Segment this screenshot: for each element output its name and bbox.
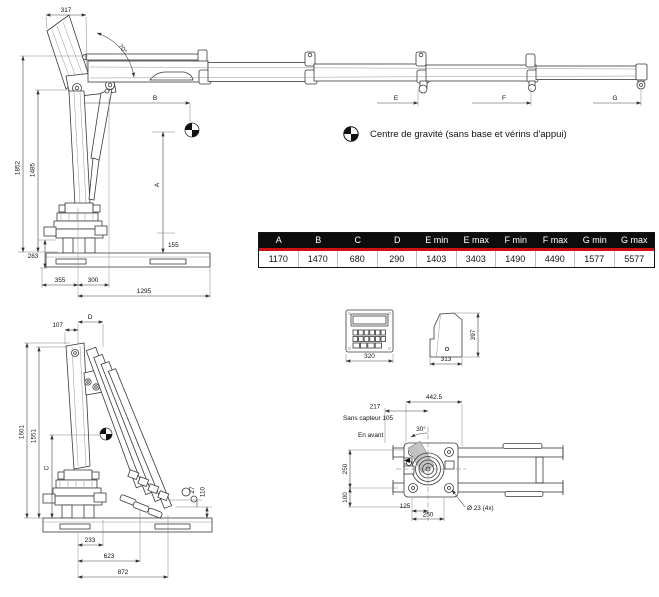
dimension-table: A B C D E min E max F min F max G min G … xyxy=(258,232,655,268)
table-cell: 3403 xyxy=(457,251,496,267)
table-cell: 1490 xyxy=(496,251,536,267)
col-header: E max xyxy=(463,235,489,245)
dim-217: 217 xyxy=(370,404,381,411)
dim-125: 125 xyxy=(400,503,411,510)
col-header: D xyxy=(394,235,401,245)
telescopic-boom xyxy=(87,51,648,94)
base-plate-folded xyxy=(42,517,213,533)
dim-300: 300 xyxy=(88,277,99,284)
col-header: C xyxy=(354,235,362,245)
dim-442-5: 442.5 xyxy=(426,394,442,401)
col-header: G min xyxy=(582,235,607,245)
dim-1551: 1551 xyxy=(31,428,38,443)
table-cell: 1170 xyxy=(259,251,299,267)
table-cell: 1577 xyxy=(575,251,615,267)
dim-C: C xyxy=(44,465,51,470)
dimensions-side-extended: 317 70° 1852 1485 283 B A 155 xyxy=(15,7,642,298)
dim-1601: 1601 xyxy=(19,424,26,439)
dim-E: E xyxy=(394,95,398,102)
col-header: G max xyxy=(620,235,648,245)
dimensions-folded: D 107 1601 1551 C 27 110 233 xyxy=(19,314,212,579)
table-cell: 4490 xyxy=(536,251,575,267)
dim-313: 313 xyxy=(441,356,452,363)
folded-boom-stack xyxy=(85,346,198,519)
dimensions-top-view: 442.5 217 Sans capteur 105 250 100 125 2… xyxy=(342,394,494,521)
cg-legend-text: Centre de gravité (sans base et vérins d… xyxy=(370,128,567,140)
dim-G: G xyxy=(613,95,618,102)
col-header: F min xyxy=(504,235,528,245)
dim-angle-30: 30° xyxy=(416,425,426,433)
view-control-front: 320 xyxy=(345,309,394,363)
dim-320: 320 xyxy=(364,353,375,360)
dim-107: 107 xyxy=(52,322,63,329)
col-header: F max xyxy=(542,235,568,245)
cg-marker-folded xyxy=(99,427,113,441)
table-value-row: 1170 1470 680 290 1403 3403 1490 4490 15… xyxy=(259,251,654,267)
dim-872: 872 xyxy=(118,569,129,576)
cg-icon xyxy=(343,126,359,142)
dim-623: 623 xyxy=(104,553,115,560)
slewing-base-folded xyxy=(42,469,107,519)
table-cell: 290 xyxy=(378,251,417,267)
table-red-divider xyxy=(259,248,654,251)
dim-B: B xyxy=(153,95,157,102)
cg-marker xyxy=(184,122,200,138)
dim-F: F xyxy=(502,95,506,102)
col-header: B xyxy=(315,235,322,245)
label-holes: Ø 23 (4x) xyxy=(467,505,494,512)
label-en-avant: En avant xyxy=(358,432,383,439)
cg-legend: Centre de gravité (sans base et vérins d… xyxy=(343,126,567,142)
base-plate xyxy=(45,252,211,268)
table-cell: 1403 xyxy=(417,251,457,267)
dim-1485: 1485 xyxy=(30,162,37,177)
dim-1852: 1852 xyxy=(15,160,22,175)
table-header-row: A B C D E min E max F min F max G min G … xyxy=(259,233,654,248)
col-header: E min xyxy=(425,235,449,245)
label-sans-capteur: Sans capteur 105 xyxy=(343,415,394,422)
table-cell: 5577 xyxy=(624,254,645,264)
control-buttons xyxy=(352,329,386,349)
subframe xyxy=(392,443,564,497)
dim-250-vert: 250 xyxy=(342,463,349,474)
table-cell: 680 xyxy=(338,251,378,267)
dim-A: A xyxy=(154,182,161,187)
slewing-base xyxy=(43,202,108,254)
dim-317: 317 xyxy=(61,7,72,14)
dim-355: 355 xyxy=(55,277,66,284)
dim-1295: 1295 xyxy=(137,288,152,295)
view-folded: D 107 1601 1551 C 27 110 233 xyxy=(19,314,213,579)
col-header: A xyxy=(275,235,282,245)
dim-250-horiz: 250 xyxy=(423,512,434,519)
dim-397: 397 xyxy=(470,329,477,340)
dim-283: 283 xyxy=(28,253,39,260)
dim-110: 110 xyxy=(200,486,207,497)
dim-D: D xyxy=(88,314,93,321)
dim-27: 27 xyxy=(189,486,196,494)
dim-233: 233 xyxy=(85,537,96,544)
mast-top-plate xyxy=(46,14,89,90)
view-top: 30° En avant 442.5 217 Sans capteur 105 … xyxy=(342,394,564,521)
view-control-side: 313 397 xyxy=(429,312,480,366)
view-side-extended: 317 70° 1852 1485 283 B A 155 xyxy=(15,7,648,298)
dim-155: 155 xyxy=(168,242,179,249)
dim-angle-70: 70° xyxy=(116,42,129,55)
direction-arrow xyxy=(404,458,410,463)
mast-column xyxy=(68,88,113,206)
dim-100: 100 xyxy=(342,492,349,503)
table-cell: 1470 xyxy=(299,251,338,267)
